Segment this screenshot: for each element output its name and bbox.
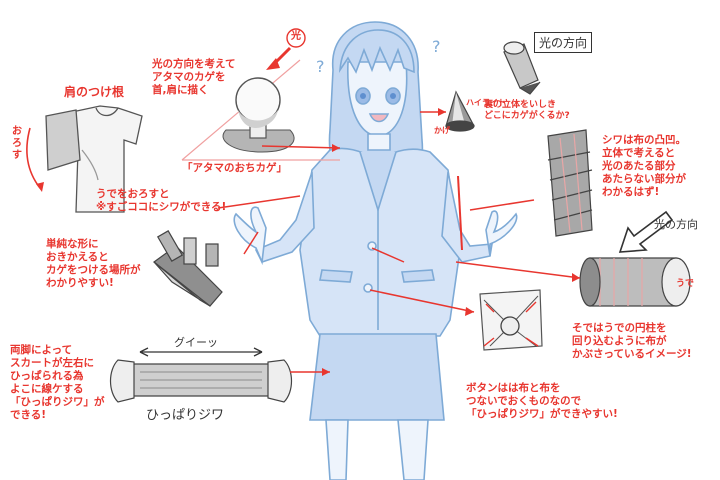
arm-cylinder	[579, 257, 691, 307]
note-head-shadow: 「アタマのおちカゲ」	[182, 162, 287, 174]
button-closeup	[479, 289, 543, 351]
sleeve-twist	[547, 129, 593, 237]
light-direction-label-right: 光の方向	[654, 218, 698, 231]
note-arm-cylinder: そではうでの円柱を 回り込むように布が かぶさっているイメージ!	[572, 322, 692, 360]
note-sleeve-cylinder: シワは布の凸凹。 立体で考えると 光のあたる部分 あたらない部分が わかるはず!	[602, 134, 686, 198]
cylinder-top	[503, 41, 541, 95]
light-glyph: 光	[291, 31, 301, 42]
svg-text:?: ?	[432, 37, 441, 56]
note-button: ボタンはは布と布を つないでおくものなので 「ひっぱりジワ」ができやすい!	[466, 382, 618, 420]
cone-diagram	[445, 90, 475, 132]
note-simple-shapes: 単純な形に おきかえると カゲをつける場所が わかりやすい!	[46, 238, 141, 289]
arm-label: うで	[676, 279, 695, 289]
light-direction-label-top: 光の方向	[534, 32, 593, 53]
simple-blocks	[153, 230, 223, 307]
note-head-light: 光の方向を考えて アタマのカゲを 首,肩に描く	[152, 58, 236, 96]
pull-cloth	[109, 359, 293, 403]
note-cone-question: 裏の立体をいしき どこにカゲがくるか?	[484, 100, 570, 121]
note-arm-down: うでをおろすと ※すごココにシワができる!	[96, 188, 227, 213]
svg-text:?: ?	[316, 57, 325, 76]
pull-sfx: グイーッ	[174, 336, 218, 349]
note-skirt-pull: 両脚によって スカートが左右に ひっぱられる為 よこに線ケする 「ひっぱりジワ」…	[10, 344, 105, 421]
note-shoulder-title: 肩のつけ根	[64, 85, 125, 99]
figure-girl	[233, 21, 518, 480]
pull-wrinkle-label: ひっぱりジワ	[146, 408, 225, 423]
note-cone-highlight: ハイライト	[466, 98, 506, 107]
tshirt-diagram	[45, 105, 143, 213]
head-diagram	[181, 28, 340, 161]
note-cone-shadow: かげ	[434, 126, 450, 135]
note-fall-down: おろす	[12, 126, 22, 161]
